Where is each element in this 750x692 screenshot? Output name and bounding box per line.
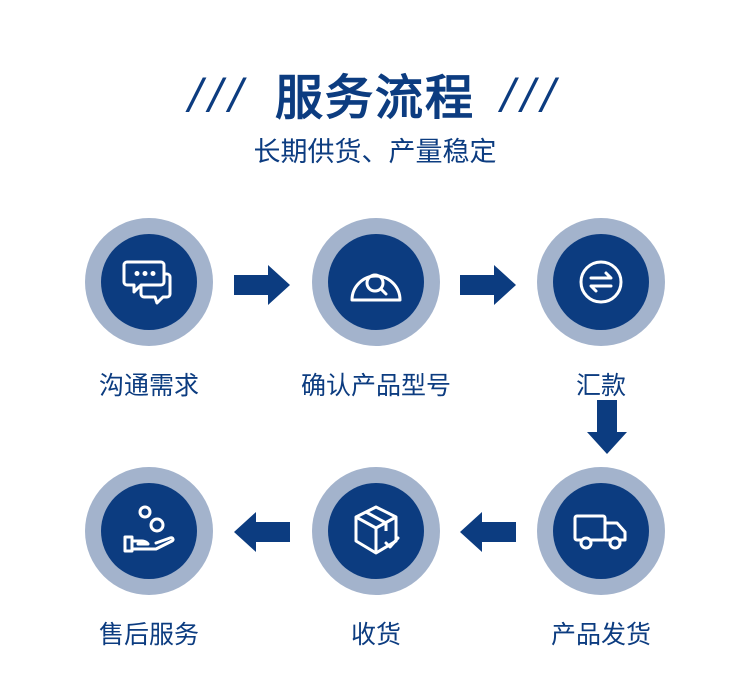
- step-core: [101, 234, 197, 330]
- step-label: 收货: [350, 620, 401, 649]
- arrow-left-icon: [460, 512, 516, 552]
- step-label: 确认产品型号: [300, 371, 451, 400]
- arrow-right-icon: [460, 265, 516, 305]
- step-after-sales: 售后服务: [59, 467, 239, 651]
- arrow-down-icon: [587, 400, 627, 454]
- step-core: [553, 234, 649, 330]
- truck-icon: [573, 514, 627, 550]
- step-label: 沟通需求: [98, 371, 199, 400]
- hand-service-icon: [123, 505, 175, 553]
- step-ring: [85, 467, 213, 595]
- search-icon: [350, 273, 402, 302]
- exchange-icon: [579, 260, 623, 304]
- arrow-left-icon: [234, 512, 290, 552]
- page-title: 服务流程: [274, 70, 475, 126]
- step-ring: [537, 218, 665, 346]
- step-ring: [312, 467, 440, 595]
- step-core: [328, 483, 424, 579]
- step-core: [553, 483, 649, 579]
- step-ring: [537, 467, 665, 595]
- step-ring: [312, 218, 440, 346]
- title-decoration-left: ///: [188, 68, 249, 118]
- step-ring: [85, 218, 213, 346]
- arrow-right-icon: [234, 265, 290, 305]
- step-receive: 收货: [286, 467, 466, 651]
- step-communicate: 沟通需求: [59, 218, 239, 402]
- step-core: [328, 234, 424, 330]
- step-label: 产品发货: [550, 620, 651, 649]
- step-payment: 汇款: [511, 218, 691, 402]
- step-core: [101, 483, 197, 579]
- step-confirm-model: 确认产品型号: [286, 218, 466, 402]
- page-subtitle: 长期供货、产量稳定: [253, 137, 497, 168]
- step-shipping: 产品发货: [511, 467, 691, 651]
- step-label: 售后服务: [98, 620, 199, 649]
- package-icon: [354, 505, 400, 555]
- title-row: /// 服务流程 ///: [0, 58, 750, 128]
- chat-bubbles-icon: [122, 260, 172, 305]
- step-label: 汇款: [575, 371, 626, 400]
- title-decoration-right: ///: [501, 68, 562, 118]
